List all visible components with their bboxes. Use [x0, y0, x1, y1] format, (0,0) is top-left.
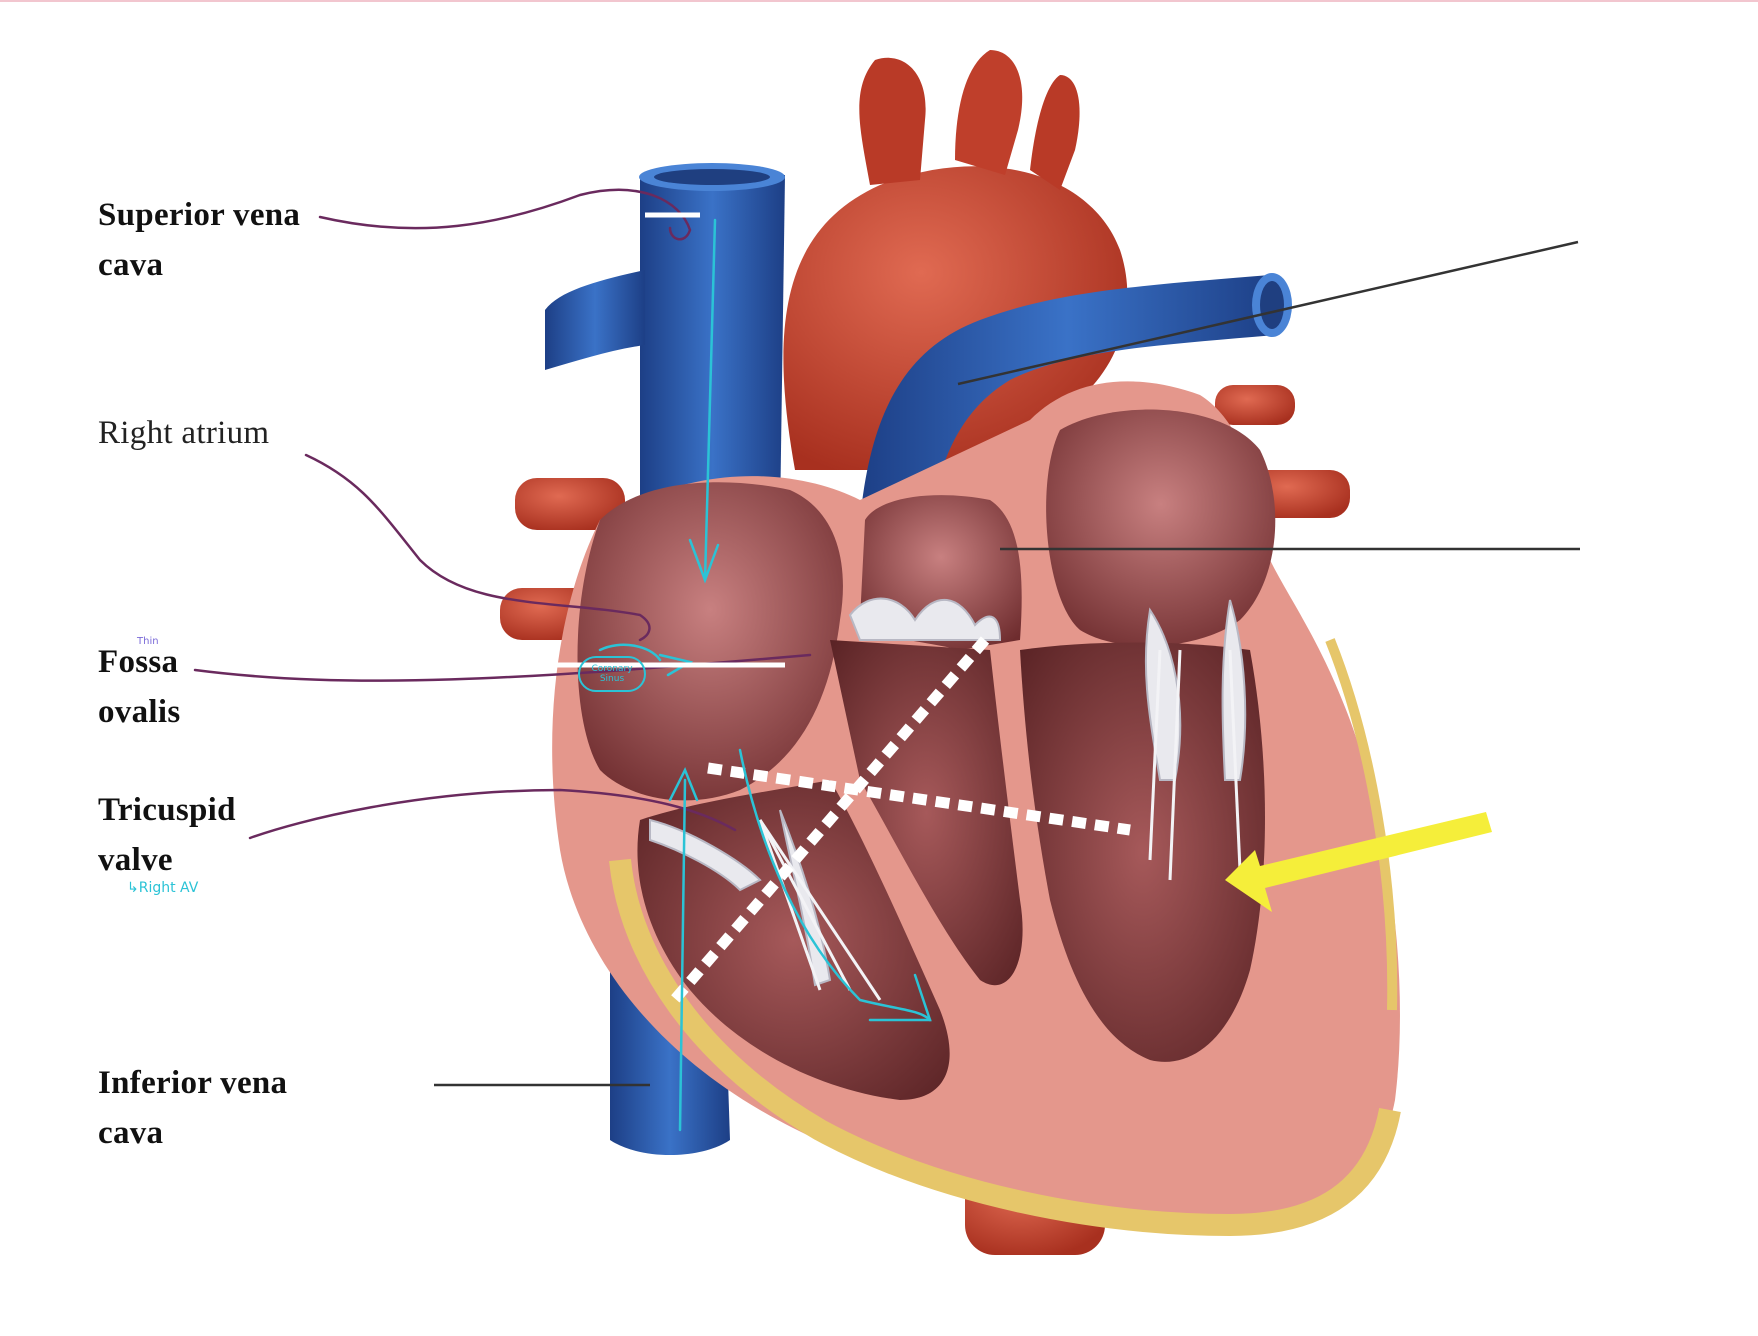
label-fossa-ovalis-line1: Fossa [98, 644, 179, 680]
note-right-av: ↳Right AV [127, 880, 199, 896]
leader-line-pulmonary-trunk [957, 240, 1579, 386]
right-atrium-cavity [577, 482, 843, 801]
yellow-arrow [1225, 812, 1492, 912]
label-inferior-vena-cava-line2: cava [98, 1115, 164, 1151]
dashed-reference-lines [665, 636, 1131, 1009]
purple-annotation-strokes [193, 188, 812, 840]
label-fossa-ovalis-line2: ovalis [98, 694, 181, 730]
valve-leaflets [649, 597, 1247, 987]
label-right-atrium: Right atrium [98, 415, 270, 451]
label-superior-vena-cava: Superior vena cava [98, 190, 300, 290]
left-ventricle-cavity [1020, 642, 1265, 1062]
outflow-tract-cavity [830, 640, 1023, 986]
label-inferior-vena-cava-line1: Inferior vena [98, 1065, 288, 1101]
aorta [783, 50, 1128, 470]
cyan-annotation-strokes [598, 218, 932, 1132]
left-atrium-cavity [1046, 409, 1276, 647]
label-tricuspid-valve-line1: Tricuspid [98, 792, 236, 828]
label-fossa-ovalis: Fossa ovalis [98, 637, 180, 737]
top-divider-line [0, 0, 1758, 2]
label-superior-vena-cava-line2: cava [98, 247, 164, 283]
note-thin: Thin [137, 636, 159, 647]
label-superior-vena-cava-line1: Superior vena [98, 197, 301, 233]
label-tricuspid-valve-line2: valve [98, 842, 173, 878]
label-tricuspid-valve: Tricuspid valve [98, 785, 236, 885]
leader-lines [434, 240, 1580, 1087]
chordae-tendineae [758, 649, 1242, 1001]
label-inferior-vena-cava: Inferior vena cava [98, 1058, 287, 1158]
note-coronary-sinus: Coronary Sinus [578, 656, 646, 692]
